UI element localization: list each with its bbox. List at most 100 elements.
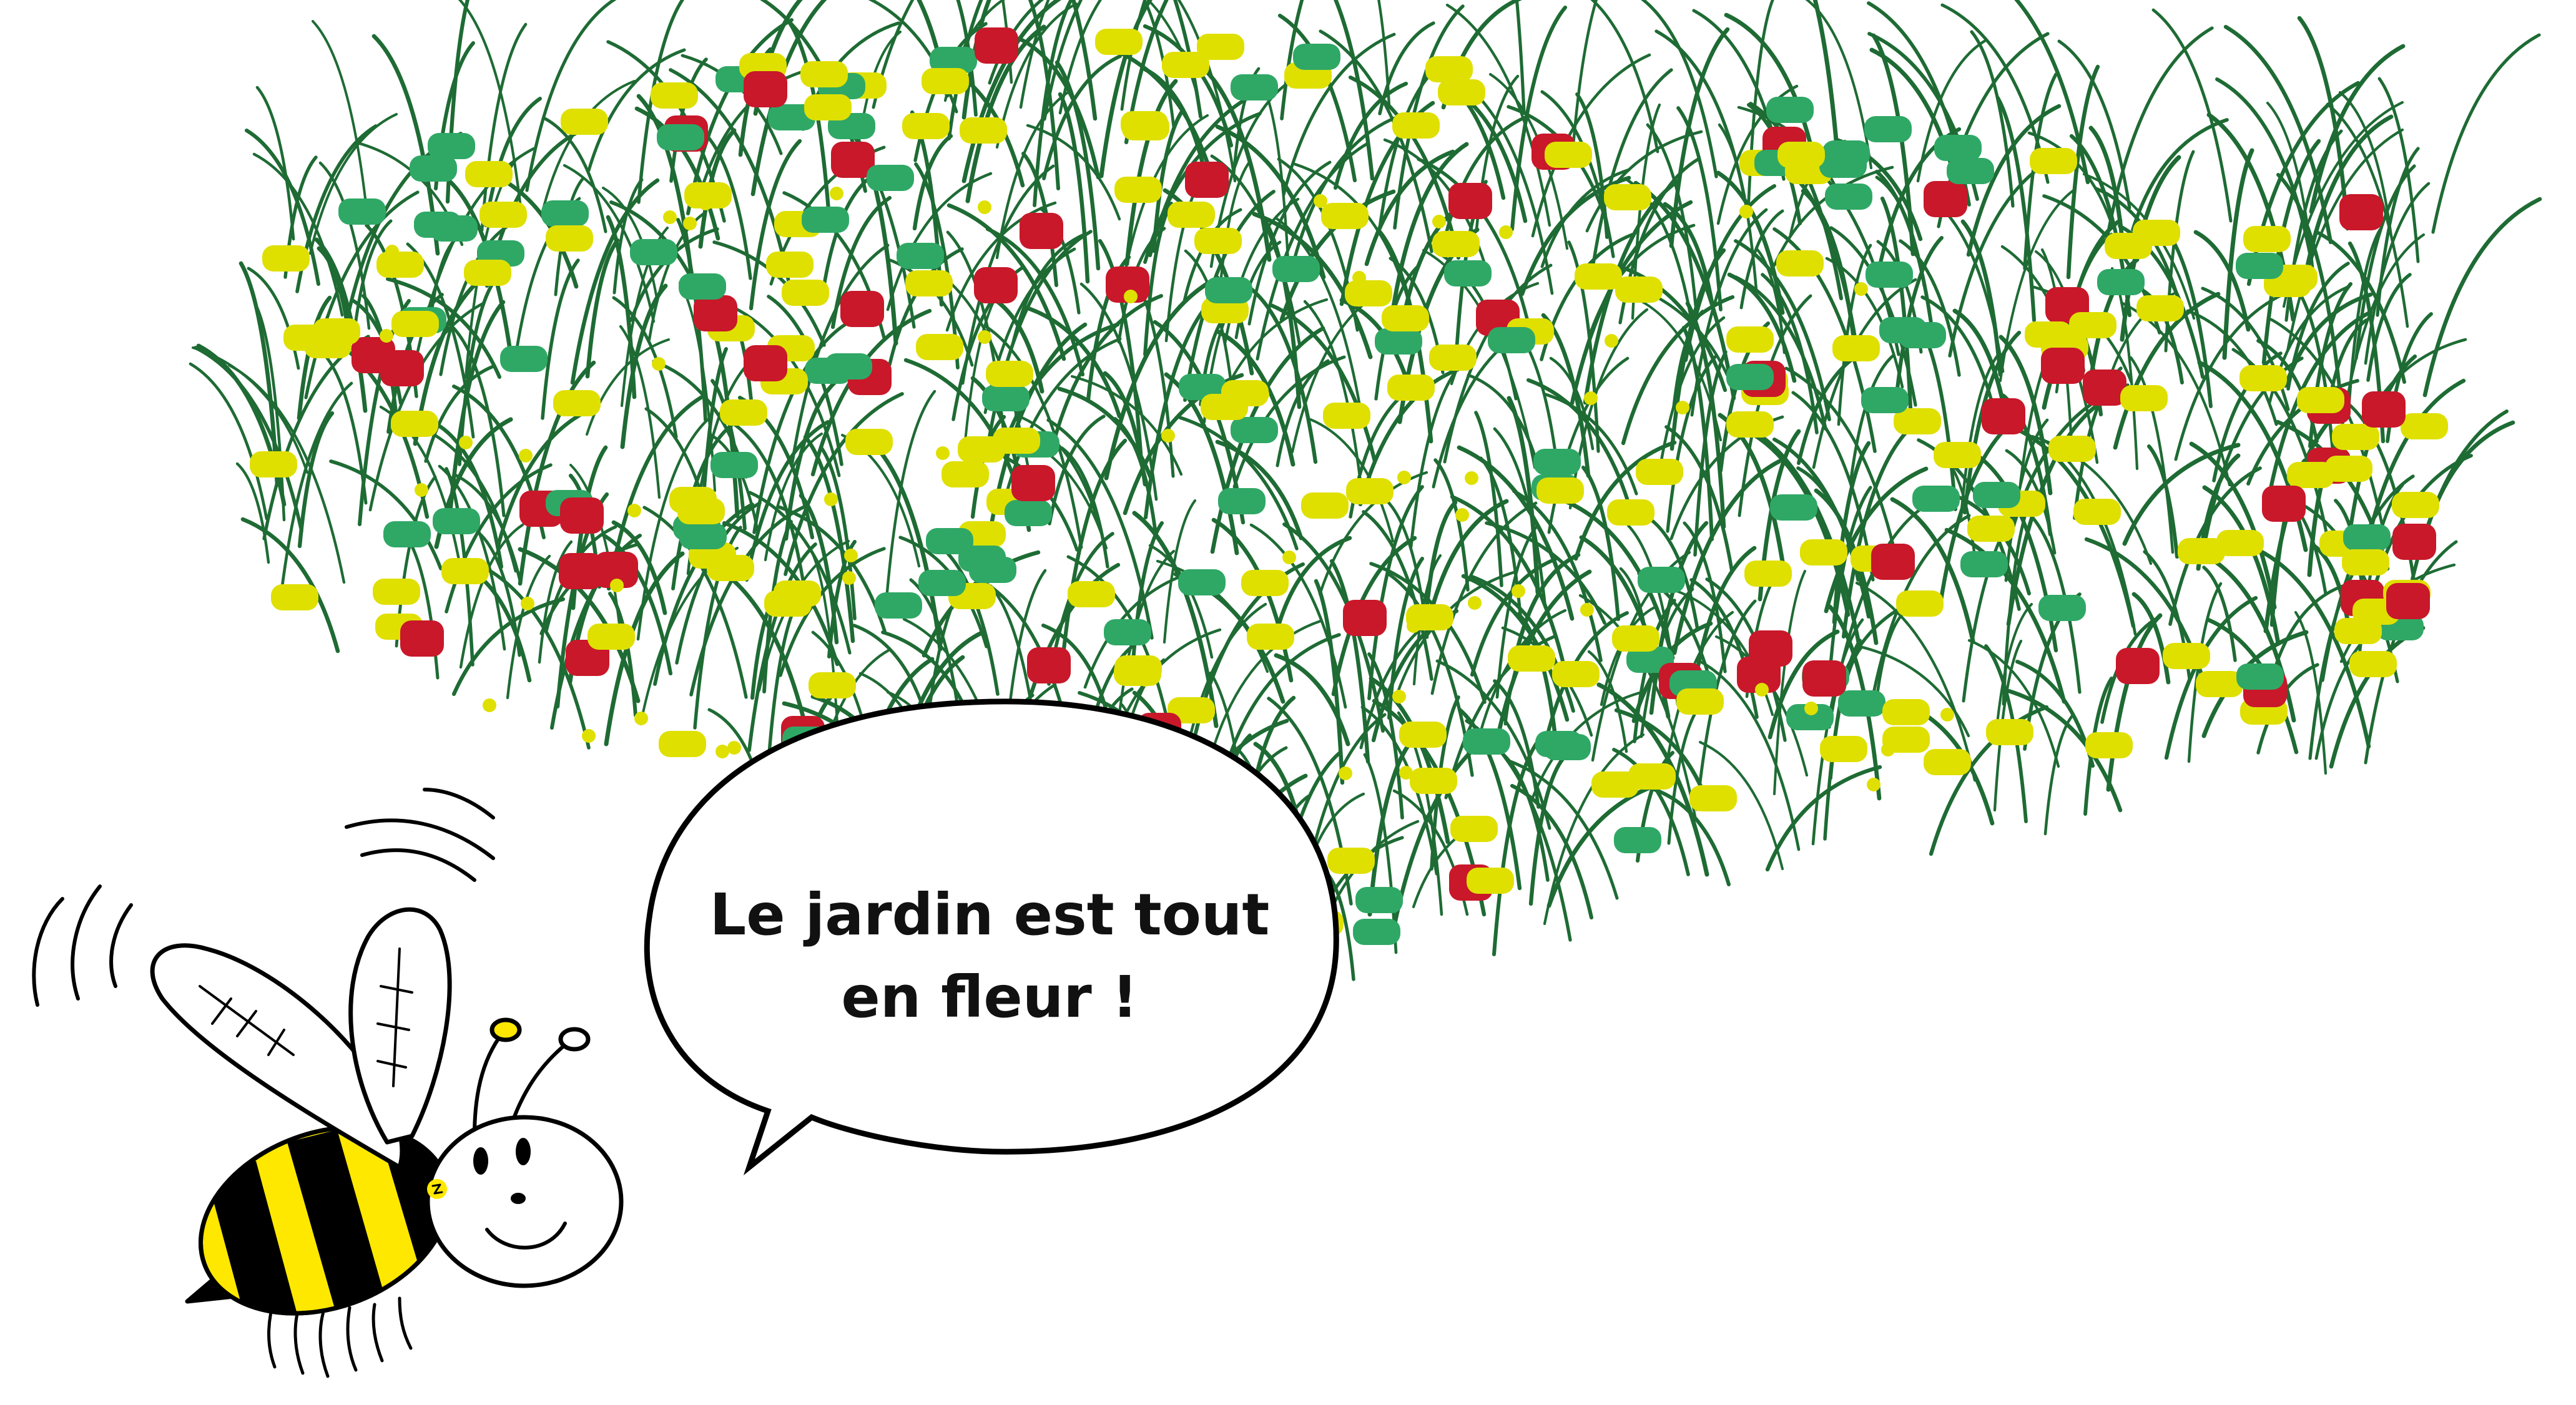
grass-blade xyxy=(2043,714,2074,836)
flower-dab xyxy=(1241,570,1289,596)
pollen-dot xyxy=(699,197,712,210)
flower-dab xyxy=(809,672,856,698)
flower-dab xyxy=(975,27,1018,64)
flower-dab xyxy=(825,353,872,379)
grass-blade xyxy=(1461,574,1570,722)
flower-dab xyxy=(1178,569,1226,595)
flower-dab xyxy=(982,385,1030,411)
flower-dab xyxy=(1726,364,1774,390)
flower-dab xyxy=(1912,486,1960,512)
grass-blade xyxy=(1515,0,1526,115)
grass-blade xyxy=(710,379,747,531)
grass-blade xyxy=(2088,125,2125,247)
grass-blade xyxy=(386,293,444,434)
flower-dab xyxy=(1201,297,1249,323)
grass-blade xyxy=(2294,610,2328,775)
flower-dab xyxy=(1432,231,1480,257)
grass-blade xyxy=(965,24,1046,203)
grass-blade xyxy=(1247,160,1332,326)
grass-blade xyxy=(1163,499,1197,644)
grass-blade xyxy=(1772,165,1894,267)
pollen-dot xyxy=(994,437,1008,451)
grass-blade xyxy=(1811,618,1864,846)
grass-blade xyxy=(1890,497,1975,644)
flower-dab xyxy=(1575,263,1622,290)
flower-dab xyxy=(677,498,725,524)
grass-blade xyxy=(2204,356,2304,541)
grass-blade xyxy=(1827,604,1882,801)
bee-nose xyxy=(511,1193,526,1204)
flower-dab xyxy=(1744,561,1792,587)
grass-blade xyxy=(1303,300,1364,499)
grass-blade xyxy=(1669,27,1730,248)
grass-blade xyxy=(255,86,295,241)
flower-dab xyxy=(1800,539,1847,565)
grass-blade xyxy=(235,462,270,564)
grass-blade xyxy=(1543,611,1629,746)
grass-blade xyxy=(606,394,705,591)
flower-dab xyxy=(1894,408,1941,434)
flower-dab xyxy=(400,620,444,657)
grass-blade xyxy=(1995,95,2037,323)
grass-blade xyxy=(1693,350,1728,557)
pollen-dot xyxy=(1282,551,1296,564)
flower-dab xyxy=(1438,79,1485,105)
flower-dab xyxy=(1205,277,1252,303)
wing-veins xyxy=(199,947,413,1087)
grass-blade xyxy=(2222,148,2254,360)
flower-dab xyxy=(2116,648,2160,684)
grass-blade xyxy=(604,551,685,747)
pollen-dot xyxy=(978,200,991,214)
grass-blade xyxy=(1571,0,1598,147)
grass-blade xyxy=(1143,0,1176,129)
flower-dab xyxy=(594,552,638,588)
grass-blade xyxy=(1767,629,1840,740)
grass-blade xyxy=(1043,0,1083,121)
pollen-dot xyxy=(1087,582,1101,596)
grass-blade xyxy=(2286,128,2404,353)
flower-dab xyxy=(1726,326,1774,353)
grass-blade xyxy=(1425,499,1509,627)
pollen-dot xyxy=(627,504,641,517)
flower-dab xyxy=(2048,436,2096,462)
flower-dab xyxy=(380,350,424,386)
flower-dab xyxy=(802,207,849,233)
grass-blade xyxy=(1249,523,1347,709)
flower-dab xyxy=(960,117,1007,144)
grass-blade xyxy=(586,338,670,436)
grass-blade xyxy=(1474,411,1503,587)
grass-blade xyxy=(1232,355,1346,489)
pollen-dot xyxy=(1161,429,1175,443)
grass-blade xyxy=(1282,522,1385,733)
flower-dab xyxy=(1323,403,1370,429)
grass-blade xyxy=(884,389,937,608)
flower-dab xyxy=(1327,848,1375,874)
grass-blade xyxy=(1739,209,1784,310)
grass-blade xyxy=(1761,273,1819,434)
pollen-dot xyxy=(1499,225,1513,239)
grass-blade xyxy=(1855,581,1977,782)
flower-dab xyxy=(304,332,351,358)
flower-dab xyxy=(1882,699,1930,725)
grass-blade xyxy=(1612,748,1690,876)
flower-dab xyxy=(2236,663,2284,690)
flower-dab xyxy=(428,133,475,159)
grass-blade xyxy=(1292,115,1400,264)
flower-dab xyxy=(1973,482,2020,508)
flower-dab xyxy=(1770,494,1817,521)
flower-dab xyxy=(250,451,297,477)
eye-left-icon xyxy=(473,1147,488,1175)
flower-dab xyxy=(1802,660,1846,697)
grass-blade xyxy=(1026,124,1121,221)
grass-blade xyxy=(1178,416,1299,551)
grass-blade xyxy=(1014,413,1102,531)
grass-blade xyxy=(698,128,737,249)
grass-blade xyxy=(1589,223,1696,334)
grass-blade xyxy=(445,467,474,667)
flower-dab xyxy=(1819,152,1867,178)
flower-dab xyxy=(707,555,754,581)
grass-blade xyxy=(1587,650,1628,753)
pollen-dot xyxy=(1352,271,1366,285)
flower-dab xyxy=(479,202,527,228)
flower-dab xyxy=(1676,688,1724,715)
